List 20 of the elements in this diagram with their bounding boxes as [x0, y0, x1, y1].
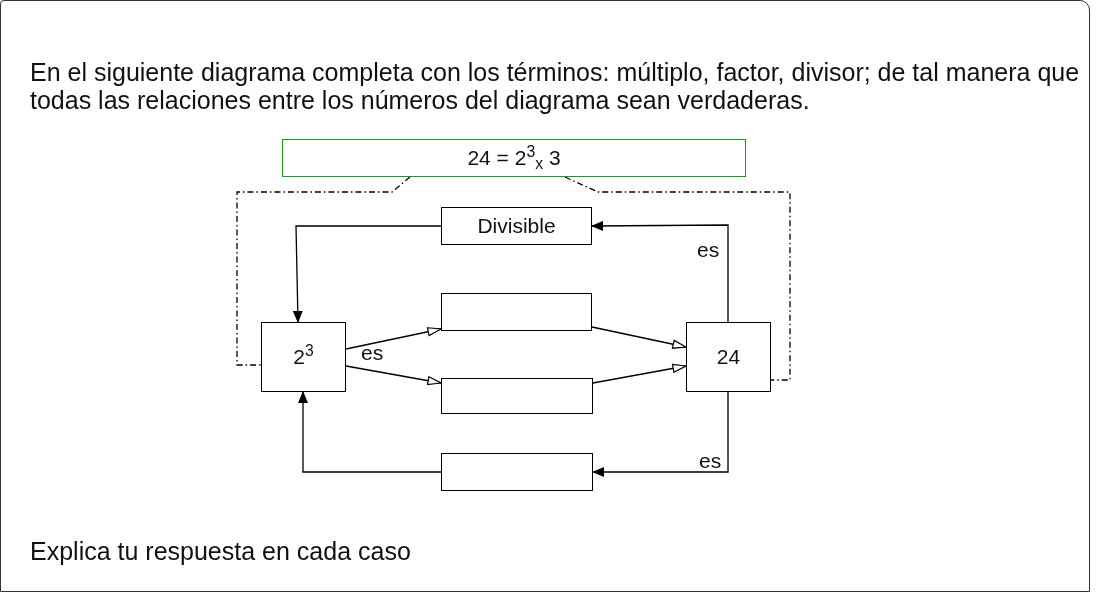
term-box: 24: [686, 322, 771, 392]
arrow: [591, 326, 687, 349]
instruction-text: En el siguiente diagrama completa con los términos: múltiplo, factor, divisor; de tal manera que todas las relaciones entre los números del diagrama sean verdaderas.: [30, 58, 1080, 114]
blank-answer-box: [441, 453, 593, 491]
connector-label: es: [361, 343, 384, 363]
prompt-text: Explica tu respuesta en cada caso: [30, 537, 411, 565]
dash-dot-connector: [564, 176, 791, 381]
blank-answer-box: [441, 293, 592, 331]
arrow: [345, 327, 442, 350]
arrow: [345, 365, 442, 386]
arrow: [298, 391, 442, 473]
term-box: 24 = 2$^{3}$$_{x}$ 3: [282, 139, 746, 177]
term-box: Divisible: [441, 207, 592, 245]
arrow: [592, 391, 729, 477]
arrow: [591, 220, 729, 323]
dash-dot-connector: [236, 176, 411, 366]
arrow: [292, 225, 442, 323]
term-box: 2$^{3}$: [261, 322, 346, 392]
blank-answer-box: [441, 378, 593, 414]
arrow: [592, 363, 687, 384]
